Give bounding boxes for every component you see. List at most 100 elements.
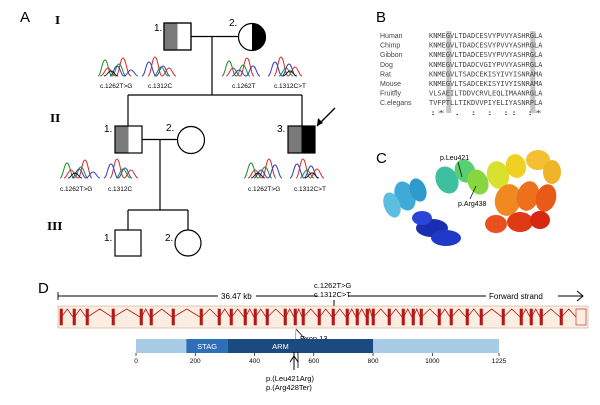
exon-block (59, 308, 63, 326)
species-label: Dog (380, 62, 393, 69)
species-label: Mouse (380, 81, 401, 88)
trace-i-2-a (221, 57, 261, 77)
exon-block (355, 308, 359, 326)
id-i-1: 1. (154, 23, 162, 34)
id-ii-2: 2. (166, 123, 174, 134)
exon-block (85, 308, 89, 326)
male-carrier-ii-1 (114, 125, 143, 154)
trace-ii-3-b (289, 158, 325, 179)
male-unaffected-iii-1 (114, 229, 142, 257)
generation-label-ii: II (50, 112, 60, 125)
exon-block (331, 308, 335, 326)
exon-block (387, 308, 391, 326)
exon-block (529, 308, 533, 326)
exon-block (301, 308, 305, 326)
svg-text:p.Leu421: p.Leu421 (440, 155, 469, 162)
structure-label-leu421: p.Leu421 (440, 155, 469, 178)
panel-a: A I II III 1. 2. c.1262T>G (20, 9, 336, 257)
gene-variant-label-2: c.1312C>T (314, 290, 351, 299)
male-carrier-i-1 (163, 22, 192, 51)
id-i-2: 2. (229, 18, 237, 29)
trace-label-ii-3-b: c.1312C>T (294, 186, 326, 193)
gene-exons (59, 308, 587, 326)
species-label: Chimp (380, 43, 400, 50)
trace-i-1-a (97, 57, 139, 77)
exon-block (411, 308, 415, 326)
sequence-row: KNMEGVLTDADCVGIYPVVYASHRGLA (429, 61, 543, 69)
female-unaffected-iii-2 (174, 229, 202, 257)
panel-c: C p.Leu421 (376, 150, 561, 246)
forward-arrow-icon (558, 290, 584, 302)
panel-label-b: B (376, 9, 386, 26)
exon-block (519, 308, 523, 326)
protein-structure-image (383, 150, 561, 246)
exon-block (149, 308, 153, 326)
exon-block (539, 308, 543, 326)
exon-block (199, 308, 203, 326)
domain-label: ARM (272, 342, 289, 351)
sequence-row: KNMEGVLTDADCESVYPVVYASHRGLA (429, 42, 543, 50)
sequence-row: TVFPTLLTIKDVVPIYELIYASNRPLA (429, 99, 543, 107)
panel-label-d: D (38, 280, 49, 297)
exon-block (72, 308, 76, 326)
female-unaffected-ii-2 (176, 125, 206, 155)
trace-label-i-2-a: c.1262T (232, 83, 256, 90)
exon-block (243, 308, 247, 326)
exon-block (575, 308, 587, 326)
exon-block (419, 308, 423, 326)
exon-block (437, 308, 441, 326)
id-iii-2: 2. (165, 233, 173, 244)
trace-ii-3-a (243, 158, 283, 179)
exon-block (345, 308, 349, 326)
structure-label-arg438: p.Arg438 (458, 185, 487, 208)
panel-label-a: A (20, 9, 30, 26)
exon-block (293, 308, 297, 326)
highlight-column-arg428 (530, 31, 536, 113)
axis-tick-label: 600 (308, 358, 319, 365)
exon-block (317, 308, 321, 326)
exon-block (217, 308, 221, 326)
exon-block (371, 308, 375, 326)
trace-label-ii-1-b: c.1312C (108, 186, 133, 193)
trace-ii-1-a (59, 159, 101, 179)
axis-tick-label: 1225 (492, 358, 507, 365)
sequence-row: VLSAEILTDDVCRVLEQLIMAANRGLA (429, 90, 543, 98)
proband-arrow-icon (316, 107, 336, 127)
trace-label-i-1-a: c.1262T>G (100, 83, 132, 90)
domain-arm (227, 339, 374, 353)
gene-track-background (57, 305, 589, 329)
exon-block (365, 308, 369, 326)
exon-block (139, 308, 143, 326)
id-iii-1: 1. (104, 233, 112, 244)
trace-label-ii-3-a: c.1262T>G (248, 186, 280, 193)
exon-13-label: Exon 13 (300, 334, 328, 343)
protein-variant-label-2: p.(Arg428Ter) (266, 383, 312, 392)
exon-block (171, 308, 175, 326)
male-affected-ii-3 (287, 125, 316, 154)
axis-tick-label: 1000 (425, 358, 440, 365)
sequence-row: KNMEGVLTSADCEKISYIVYISNRAMA (429, 70, 543, 78)
sequence-row: KNMEGVLTDADCESVYPVVYASHRGLA (429, 32, 543, 40)
trace-i-2-b (267, 56, 303, 77)
axis-tick-label: 0 (134, 358, 138, 365)
exon-block (465, 308, 469, 326)
sequence-row: KNMEGVLTDADCESVYPVVYASHRGLA (429, 51, 543, 59)
panel-label-c: C (376, 150, 387, 167)
species-label: Gibbon (380, 52, 403, 59)
exon-block (265, 308, 269, 326)
generation-label-i: I (55, 14, 60, 27)
exon-block (253, 308, 257, 326)
exon-block (283, 308, 287, 326)
trace-i-1-b (141, 56, 177, 77)
protein-variant-arrow-icon (289, 352, 299, 370)
species-label: Fruitfly (380, 91, 402, 98)
generation-label-iii: III (47, 220, 62, 233)
species-label: Human (380, 33, 403, 40)
exon-block (559, 308, 563, 326)
axis-tick-label: 200 (190, 358, 201, 365)
